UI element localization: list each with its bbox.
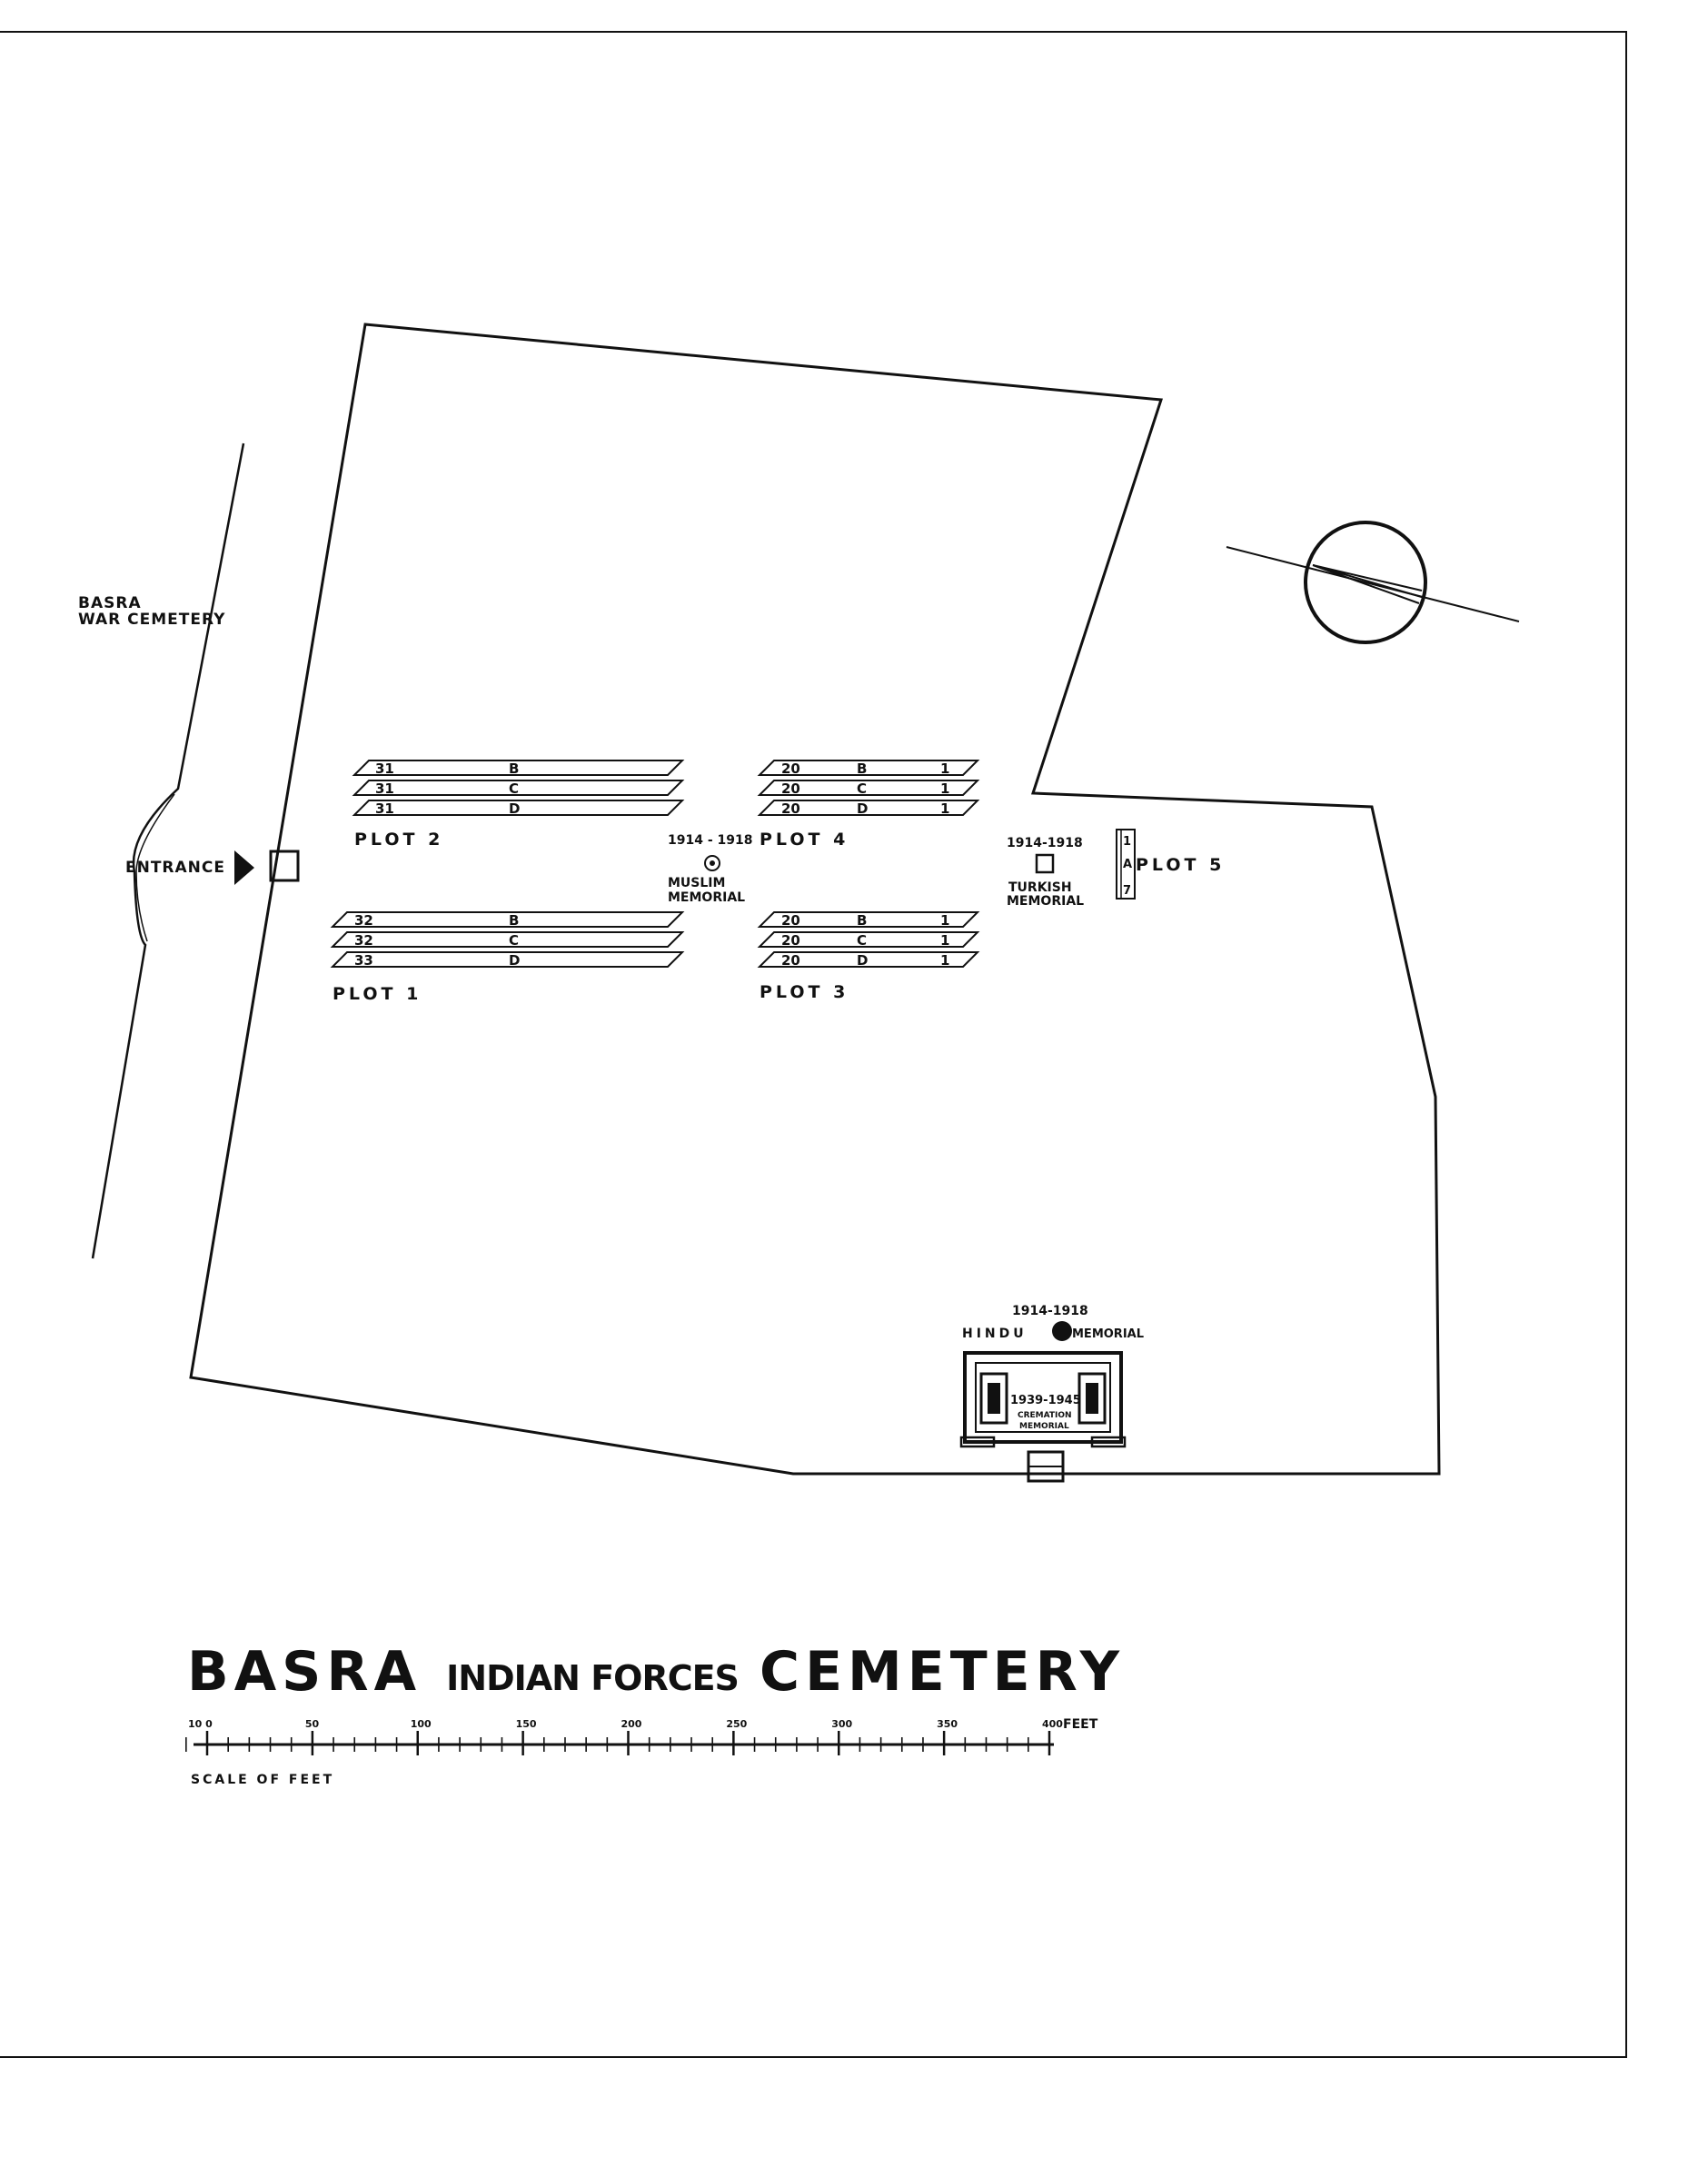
plot2-row-1-number: 31: [375, 780, 394, 797]
plot1-row-0-letter: B: [509, 912, 519, 929]
north-arrow-icon: [1226, 521, 1520, 644]
hindu-memorial-label-left: HINDU: [962, 1327, 1028, 1341]
muslim-memorial-name-1: MUSLIM: [668, 876, 725, 890]
plot3-row-1-letter: C: [857, 932, 867, 949]
scale-number-8: 400: [1042, 1718, 1063, 1730]
plot2-row-1: [352, 780, 685, 796]
plot-5-label: PLOT 5: [1136, 855, 1225, 875]
plot-1-label: PLOT 1: [333, 984, 422, 1004]
title-part-1: BASRA: [187, 1640, 422, 1704]
hindu-memorial-label-right: MEMORIAL: [1072, 1327, 1144, 1341]
turkish-memorial-name-2: MEMORIAL: [1007, 894, 1084, 909]
plot4-row-0-end: 1: [940, 760, 949, 777]
plot3-row-0-number: 20: [781, 912, 800, 929]
cremation-memorial-name-2: MEMORIAL: [1019, 1422, 1069, 1431]
plot4-row-2-number: 20: [781, 800, 800, 817]
plot4-row-1-number: 20: [781, 780, 800, 797]
scale-unit: FEET: [1063, 1717, 1098, 1732]
turkish-memorial-date: 1914-1918: [1007, 836, 1083, 850]
hindu-memorial-date: 1914-1918: [1012, 1304, 1088, 1318]
basra-war-cemetery-label-1: BASRA: [78, 594, 142, 612]
plot-4-label: PLOT 4: [760, 830, 849, 850]
plot4-row-0-number: 20: [781, 760, 800, 777]
plot1-row-1-letter: C: [509, 932, 519, 949]
plot2-row-0: [352, 760, 685, 776]
scale-number-1: 50: [305, 1718, 320, 1730]
entrance-arrow-icon: [234, 850, 254, 885]
plot1-row-1-number: 32: [354, 932, 373, 949]
plot4-row-1: [757, 780, 980, 796]
plot2-row-2: [352, 800, 685, 816]
scale-number-0: 10 0: [188, 1718, 213, 1730]
plot4-row-2-end: 1: [940, 800, 949, 817]
plot-5-column: 1 A 7: [1116, 829, 1136, 900]
plot4-row-0: [757, 760, 980, 776]
plot-5-row-letter: A: [1123, 858, 1132, 871]
road: [91, 442, 245, 1259]
scale-number-3: 150: [516, 1718, 537, 1730]
plot4-row-2-letter: D: [857, 800, 868, 817]
cremation-memorial-name-1: CREMATION: [1018, 1411, 1072, 1420]
scale-number-7: 350: [937, 1718, 958, 1730]
title-part-2: INDIAN FORCES: [446, 1658, 739, 1698]
plot1-row-2-letter: D: [509, 952, 520, 969]
plot4-row-1-letter: C: [857, 780, 867, 797]
plot4-row-0-letter: B: [857, 760, 867, 777]
plot1-row-0-number: 32: [354, 912, 373, 929]
scale-bar: 10 0 50 100 150 200 250 300 350 400: [185, 1718, 1063, 1755]
entrance-label: ENTRANCE: [125, 859, 225, 877]
plot3-row-2-end: 1: [940, 952, 949, 969]
entrance-gate: [269, 850, 300, 882]
plot-5-row-end: 7: [1123, 884, 1131, 898]
plot2-row-1-letter: C: [509, 780, 519, 797]
plot-2-label: PLOT 2: [354, 830, 443, 850]
plot1-row-0: [330, 911, 685, 928]
cremation-memorial-date: 1939-1945: [1010, 1394, 1081, 1407]
plot2-row-2-number: 31: [375, 800, 394, 817]
plot3-row-1-end: 1: [940, 932, 949, 949]
plot2-row-2-letter: D: [509, 800, 520, 817]
turkish-memorial-name-1: TURKISH: [1008, 880, 1072, 895]
cremation-memorial-structure: [959, 1351, 1127, 1483]
cemetery-boundary: [189, 323, 1441, 1476]
plot3-row-0-letter: B: [857, 912, 867, 929]
muslim-memorial-date: 1914 - 1918: [668, 833, 753, 848]
plot2-row-0-letter: B: [509, 760, 519, 777]
plot2-row-0-number: 31: [375, 760, 394, 777]
plot4-row-2: [757, 800, 980, 816]
sheet-frame: [0, 31, 1627, 2058]
basra-war-cemetery-label-2: WAR CEMETERY: [78, 611, 225, 629]
plot3-row-0: [757, 911, 980, 928]
plot-3-label: PLOT 3: [760, 982, 849, 1002]
plot1-row-1: [330, 931, 685, 948]
plot3-row-1: [757, 931, 980, 948]
plot-5-row-start: 1: [1123, 835, 1131, 849]
plot1-row-2: [330, 951, 685, 968]
turkish-memorial-icon: [1035, 853, 1055, 874]
plot3-row-2-number: 20: [781, 952, 800, 969]
title-part-3: CEMETERY: [760, 1640, 1125, 1704]
scale-number-6: 300: [831, 1718, 852, 1730]
map-title: BASRA INDIAN FORCES CEMETERY: [187, 1640, 1125, 1704]
scale-number-4: 200: [621, 1718, 642, 1730]
scale-number-2: 100: [411, 1718, 432, 1730]
plot3-row-2-letter: D: [857, 952, 868, 969]
plot3-row-0-end: 1: [940, 912, 949, 929]
plot1-row-2-number: 33: [354, 952, 373, 969]
hindu-memorial-icon: [1052, 1321, 1072, 1341]
plot3-row-1-number: 20: [781, 932, 800, 949]
muslim-memorial-icon: [704, 855, 720, 871]
scale-number-5: 250: [726, 1718, 747, 1730]
plot3-row-2: [757, 951, 980, 968]
scale-caption: SCALE OF FEET: [191, 1773, 334, 1787]
plot4-row-1-end: 1: [940, 780, 949, 797]
muslim-memorial-name-2: MEMORIAL: [668, 890, 745, 905]
